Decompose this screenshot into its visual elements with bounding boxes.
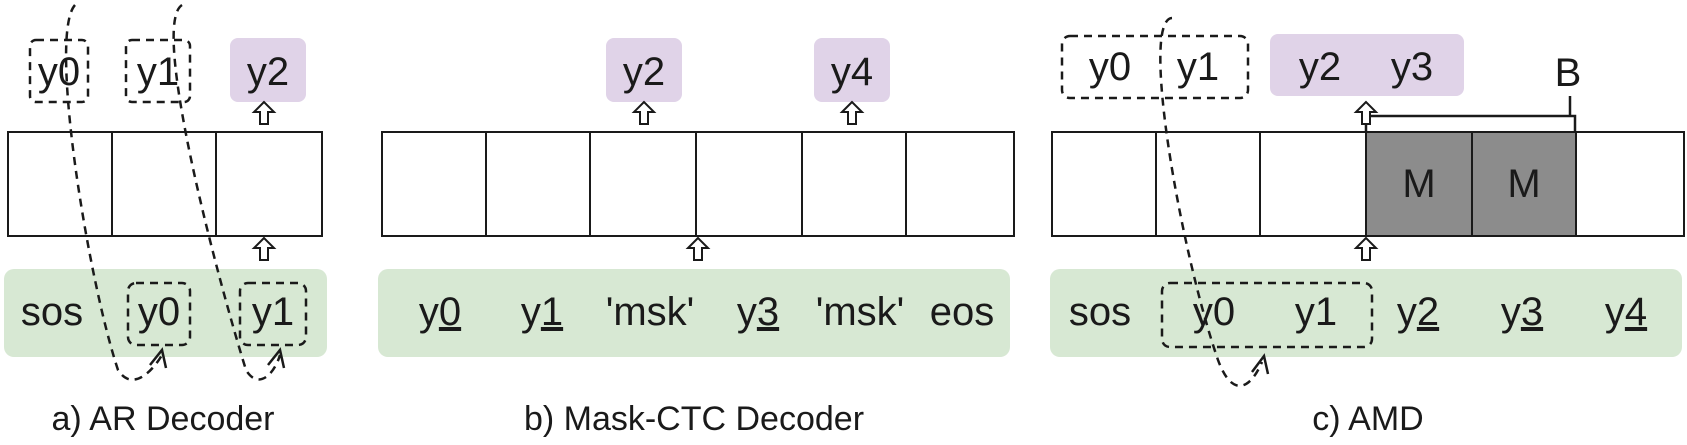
panel-a-cell-3 <box>215 131 323 237</box>
panel-a-recurrence-loop-1 <box>64 4 164 381</box>
panel-b-cell-5 <box>801 131 907 237</box>
panel-a-output-y0: y0 <box>38 50 80 94</box>
panel-a-loop-arrowhead-1 <box>149 347 168 369</box>
panel-c-mask-cell-2 <box>1471 131 1577 237</box>
panel-c-input-y2: y2 <box>1397 290 1439 334</box>
panel-b-input-1: y1 <box>521 290 563 334</box>
panel-c-cell-3 <box>1259 131 1367 237</box>
panel-a-output-y2-box <box>230 38 306 102</box>
panel-c-output-y1: y1 <box>1177 45 1219 89</box>
panel-a-output-y1: y1 <box>137 50 179 94</box>
panel-c-output-y2: y2 <box>1299 45 1341 89</box>
panel-a-input-y0-box <box>126 281 192 347</box>
panel-a-input-y0: y0 <box>138 290 180 334</box>
panel-c-input-y1: y1 <box>1295 290 1337 334</box>
panel-b-caption: b) Mask-CTC Decoder <box>524 400 864 438</box>
panel-b-input-3: y3 <box>737 290 779 334</box>
panel-c-block-bracket <box>1364 114 1577 132</box>
panel-a-recurrence-loop-2 <box>172 3 282 381</box>
panel-b-cell-6 <box>905 131 1015 237</box>
panel-b: y2 y4 y0 y1 'msk' y3 'msk' eos b) Mask-C… <box>378 38 1015 438</box>
panel-b-output-y2-box <box>606 38 682 102</box>
panel-c-loop-arrowhead <box>1251 353 1270 375</box>
panel-a-output-y1-box <box>124 38 192 104</box>
panel-b-output-y4-box <box>814 38 890 102</box>
panel-c-output-group-2-box <box>1270 34 1464 96</box>
panel-c-cell-6 <box>1575 131 1685 237</box>
panel-c-mask-label-2: M <box>1507 162 1540 206</box>
panel-c: M M B y0 y1 y2 y3 sos y0 y1 y2 y3 y4 c) … <box>1050 16 1685 438</box>
panel-b-cell-4 <box>695 131 803 237</box>
panel-a-output-y2: y2 <box>247 50 289 94</box>
panel-a-input-y1: y1 <box>252 290 294 334</box>
panel-b-input-4: 'msk' <box>816 290 905 334</box>
panel-c-cell-2 <box>1155 131 1261 237</box>
panel-a-up-arrow-in <box>251 236 277 261</box>
panel-b-input-strip <box>378 269 1010 357</box>
panel-c-input-group-box <box>1160 281 1374 349</box>
panel-b-input-2: 'msk' <box>606 290 695 334</box>
panel-a-input-y1-box <box>238 281 308 347</box>
panel-a-cell-2 <box>111 131 217 237</box>
panel-b-output-y2: y2 <box>623 50 665 94</box>
panel-b-input-0: y0 <box>419 290 461 334</box>
panel-c-input-y3: y3 <box>1501 290 1543 334</box>
panel-a-input-sos: sos <box>21 290 83 334</box>
panel-c-block-label: B <box>1555 51 1582 95</box>
panel-b-cell-1 <box>381 131 487 237</box>
panel-c-up-arrow-in <box>1353 236 1379 261</box>
panel-b-output-y4: y4 <box>831 50 873 94</box>
panel-c-output-group-1-box <box>1060 34 1250 100</box>
panel-b-cell-3 <box>589 131 697 237</box>
panel-c-output-y0: y0 <box>1089 45 1131 89</box>
panel-a-cell-1 <box>7 131 113 237</box>
panel-b-up-arrow-in <box>685 236 711 261</box>
panel-c-input-strip <box>1050 269 1682 357</box>
panel-b-cell-2 <box>485 131 591 237</box>
panel-a-up-arrow-out <box>251 100 277 125</box>
panel-c-recurrence-loop <box>1159 16 1264 387</box>
panel-c-up-arrow-out <box>1353 100 1379 125</box>
panel-b-input-5: eos <box>930 290 995 334</box>
panel-c-output-y3: y3 <box>1391 45 1433 89</box>
panel-c-caption: c) AMD <box>1312 400 1423 438</box>
panel-c-cell-1 <box>1051 131 1157 237</box>
panel-c-mask-label-1: M <box>1402 162 1435 206</box>
panel-c-input-y4: y4 <box>1605 290 1647 334</box>
panel-a-loop-arrowhead-2 <box>267 347 286 369</box>
panel-b-up-arrow-out-1 <box>631 100 657 125</box>
panel-a-caption: a) AR Decoder <box>52 400 275 438</box>
panel-a: y0 y1 y2 sos y0 y1 a) AR Decoder <box>4 3 327 438</box>
panel-c-input-sos: sos <box>1069 290 1131 334</box>
panel-a-input-strip <box>4 269 327 357</box>
panel-b-up-arrow-out-2 <box>839 100 865 125</box>
